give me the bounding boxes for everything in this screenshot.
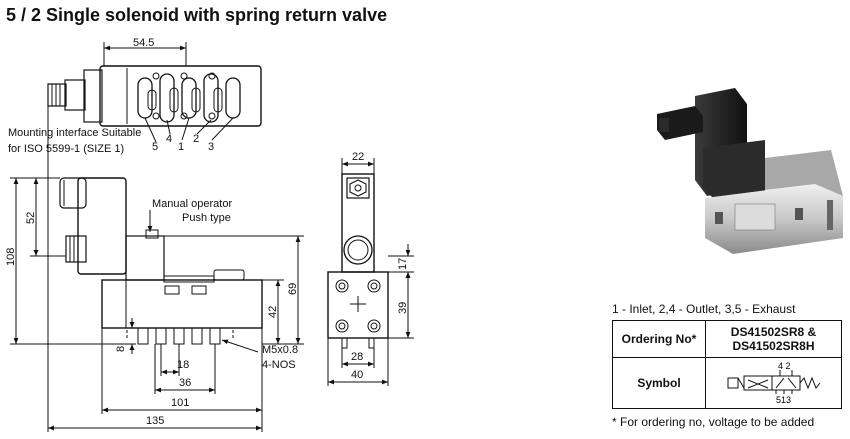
dim-42: 42 [267, 306, 279, 318]
dim-17: 17 [397, 258, 409, 270]
dim-8: 8 [115, 346, 127, 352]
symbol-label: Symbol [612, 357, 706, 409]
ordering-table: Ordering No* DS41502SR8 & DS41502SR8H Sy… [612, 320, 842, 409]
dim-135: 135 [146, 415, 164, 427]
mounting-note-line-2: for ISO 5599-1 (SIZE 1) [8, 143, 124, 155]
dim-101: 101 [171, 397, 189, 409]
ordering-value: DS41502SR8 & DS41502SR8H [705, 320, 842, 358]
dim-40: 40 [351, 369, 363, 381]
port-legend: 1 - Inlet, 2,4 - Outlet, 3,5 - Exhaust [612, 302, 796, 316]
port-label-1: 1 [178, 141, 184, 153]
ordering-value-2: DS41502SR8H [732, 339, 815, 353]
ordering-footnote: * For ordering no, voltage to be added [612, 415, 815, 429]
dim-108: 108 [5, 248, 17, 266]
valve-symbol: 4 2 513 [727, 361, 820, 405]
dim-54-5: 54.5 [133, 37, 154, 49]
port-label-4: 4 [166, 133, 172, 145]
thread-label-1: M5x0.8 [262, 344, 298, 356]
front-view [10, 106, 304, 432]
dim-39: 39 [397, 302, 409, 314]
ordering-row: Ordering No* DS41502SR8 & DS41502SR8H [612, 320, 842, 358]
dim-22: 22 [352, 151, 364, 163]
symbol-bottom-ports: 513 [776, 395, 791, 404]
dim-28: 28 [351, 351, 363, 363]
thread-label-2: 4-NOS [262, 359, 296, 371]
side-view [327, 158, 414, 386]
valve-housing [703, 140, 765, 200]
dim-18: 18 [177, 359, 189, 371]
port-label-3: 3 [208, 141, 214, 153]
manual-operator-label-2: Push type [182, 212, 231, 224]
top-view [47, 42, 262, 143]
dim-69: 69 [287, 283, 299, 295]
port-label-2: 2 [193, 133, 199, 145]
valve-symbol-cell: 4 2 513 [705, 357, 842, 409]
end-cap [765, 150, 843, 196]
symbol-row: Symbol 4 [612, 357, 842, 409]
page-title: 5 / 2 Single solenoid with spring return… [6, 5, 388, 25]
mounting-note-line-1: Mounting interface Suitable [8, 127, 141, 139]
dim-36: 36 [179, 377, 191, 389]
product-photo [657, 88, 843, 254]
ordering-header: Ordering No* [612, 320, 706, 358]
dim-52: 52 [25, 212, 37, 224]
port-label-5: 5 [152, 141, 158, 153]
nameplate [734, 203, 776, 231]
ordering-value-1: DS41502SR8 & [730, 325, 817, 339]
symbol-top-ports: 4 2 [778, 361, 791, 371]
manual-operator-label-1: Manual operator [152, 198, 232, 210]
